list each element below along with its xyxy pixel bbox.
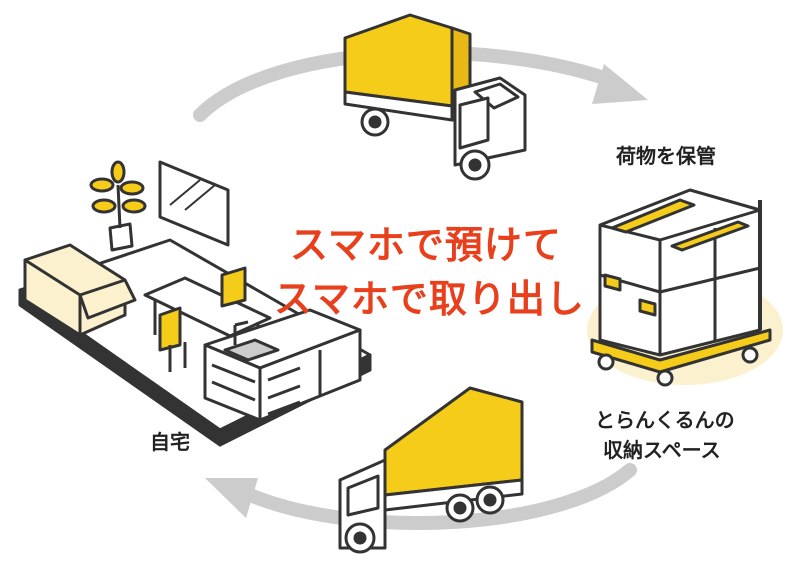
home-room xyxy=(18,160,372,447)
label-storage-space-line2: 収納スペース xyxy=(603,438,721,462)
cycle-arrow-bottom xyxy=(205,463,637,530)
label-home: 自宅 xyxy=(150,430,190,454)
label-storage-space-line1: とらんくるんの xyxy=(595,408,735,432)
truck-bottom xyxy=(338,386,524,554)
truck-top xyxy=(343,13,527,181)
storage-cart xyxy=(587,188,783,387)
label-storage: 荷物を保管 xyxy=(616,144,716,168)
headline-line2: スマホで取り出し xyxy=(274,277,585,321)
headline-line1: スマホで預けて xyxy=(290,223,562,267)
